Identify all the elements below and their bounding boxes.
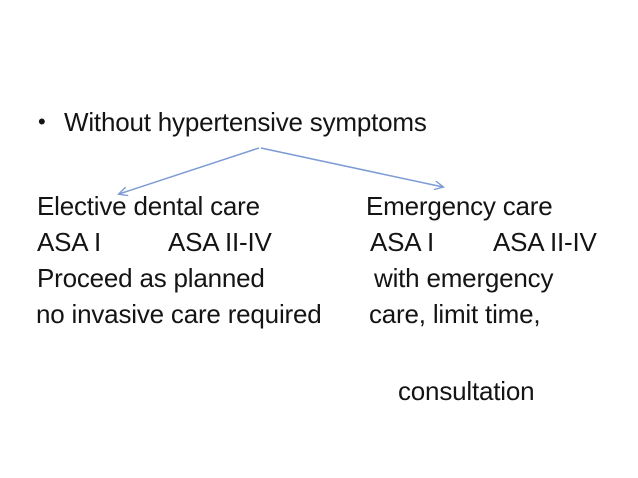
bullet-item: • Without hypertensive symptoms: [38, 105, 427, 139]
asa-row: ASA I ASA II-IV ASA I ASA II-IV: [0, 225, 638, 259]
arrow-left-branch: [119, 147, 260, 194]
bullet-text: Without hypertensive symptoms: [64, 107, 427, 137]
right-branch-line-consultation: consultation: [398, 376, 535, 406]
right-branch-line-with-emergency: with emergency: [374, 263, 554, 293]
left-branch-line-proceed: Proceed as planned: [37, 263, 265, 293]
bullet-marker: •: [38, 109, 46, 134]
left-asa-ii-iv: ASA II-IV: [168, 227, 272, 257]
left-branch-title: Elective dental care: [37, 191, 260, 221]
left-asa-i: ASA I: [37, 227, 102, 257]
right-asa-ii-iv: ASA II-IV: [493, 227, 597, 257]
arrow-right-branch: [260, 147, 443, 187]
right-branch-line-care-limit: care, limit time,: [369, 299, 541, 329]
right-asa-i: ASA I: [370, 227, 435, 257]
left-branch-line-no-invasive: no invasive care required: [36, 299, 322, 329]
right-branch-title: Emergency care: [366, 191, 553, 221]
